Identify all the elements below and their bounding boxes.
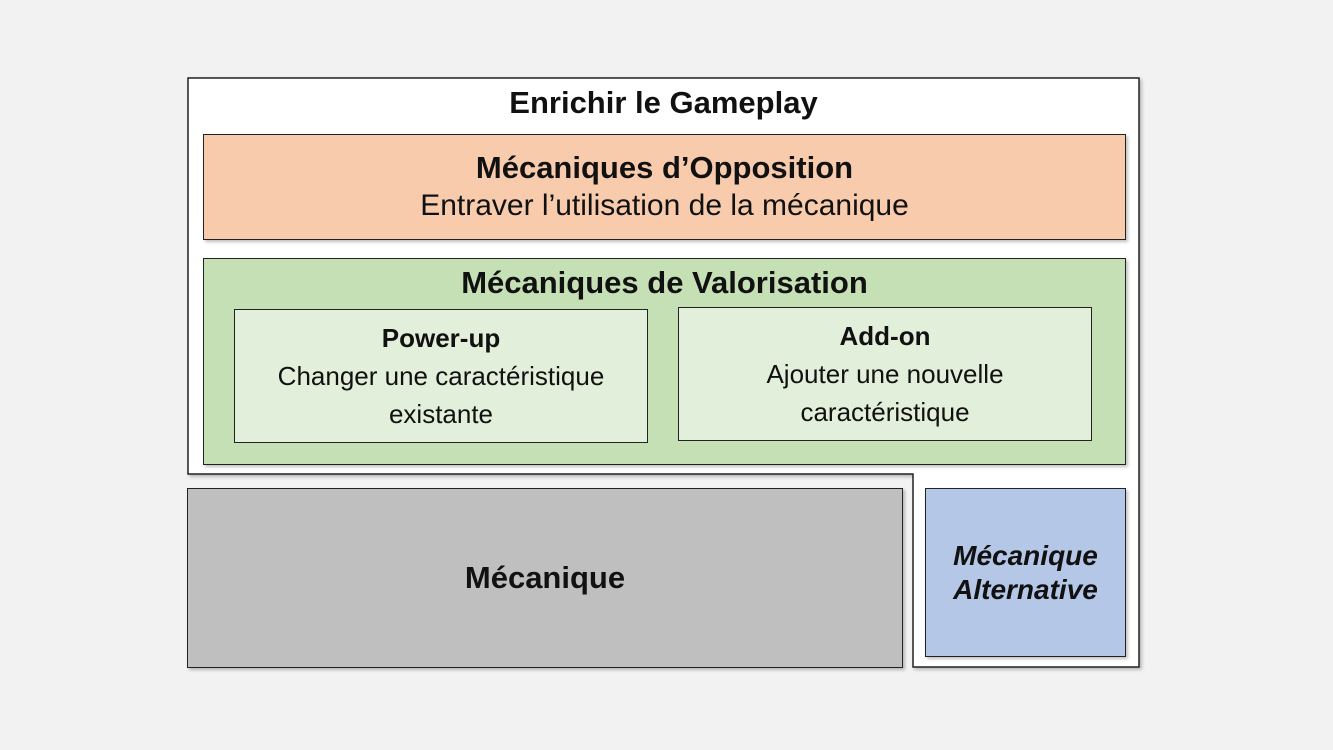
opposition-title: Mécaniques d’Opposition bbox=[475, 150, 854, 185]
addon-desc-line1: Ajouter une nouvelle bbox=[766, 359, 1004, 389]
alternative-box: Mécanique Alternative bbox=[925, 488, 1126, 657]
alternative-label: Mécanique Alternative bbox=[953, 539, 1098, 607]
addon-title: Add-on bbox=[839, 321, 931, 351]
mecanique-label: Mécanique bbox=[464, 560, 626, 595]
addon-desc-line2: caractéristique bbox=[800, 397, 970, 427]
powerup-desc-line2: existante bbox=[388, 399, 494, 429]
alternative-label-line1: Mécanique bbox=[953, 539, 1098, 571]
alternative-label-line2: Alternative bbox=[953, 573, 1098, 605]
powerup-box: Power-up Changer une caractéristique exi… bbox=[234, 309, 648, 443]
addon-box: Add-on Ajouter une nouvelle caractéristi… bbox=[678, 307, 1092, 441]
valorisation-box: Mécaniques de Valorisation Power-up Chan… bbox=[203, 258, 1126, 465]
powerup-desc-line1: Changer une caractéristique bbox=[277, 361, 605, 391]
opposition-box: Mécaniques d’Opposition Entraver l’utili… bbox=[203, 134, 1126, 240]
valorisation-title: Mécaniques de Valorisation bbox=[461, 265, 868, 300]
powerup-title: Power-up bbox=[381, 323, 501, 353]
outer-title: Enrichir le Gameplay bbox=[509, 85, 818, 120]
opposition-subtitle: Entraver l’utilisation de la mécanique bbox=[420, 189, 909, 222]
mecanique-box: Mécanique bbox=[187, 488, 903, 668]
